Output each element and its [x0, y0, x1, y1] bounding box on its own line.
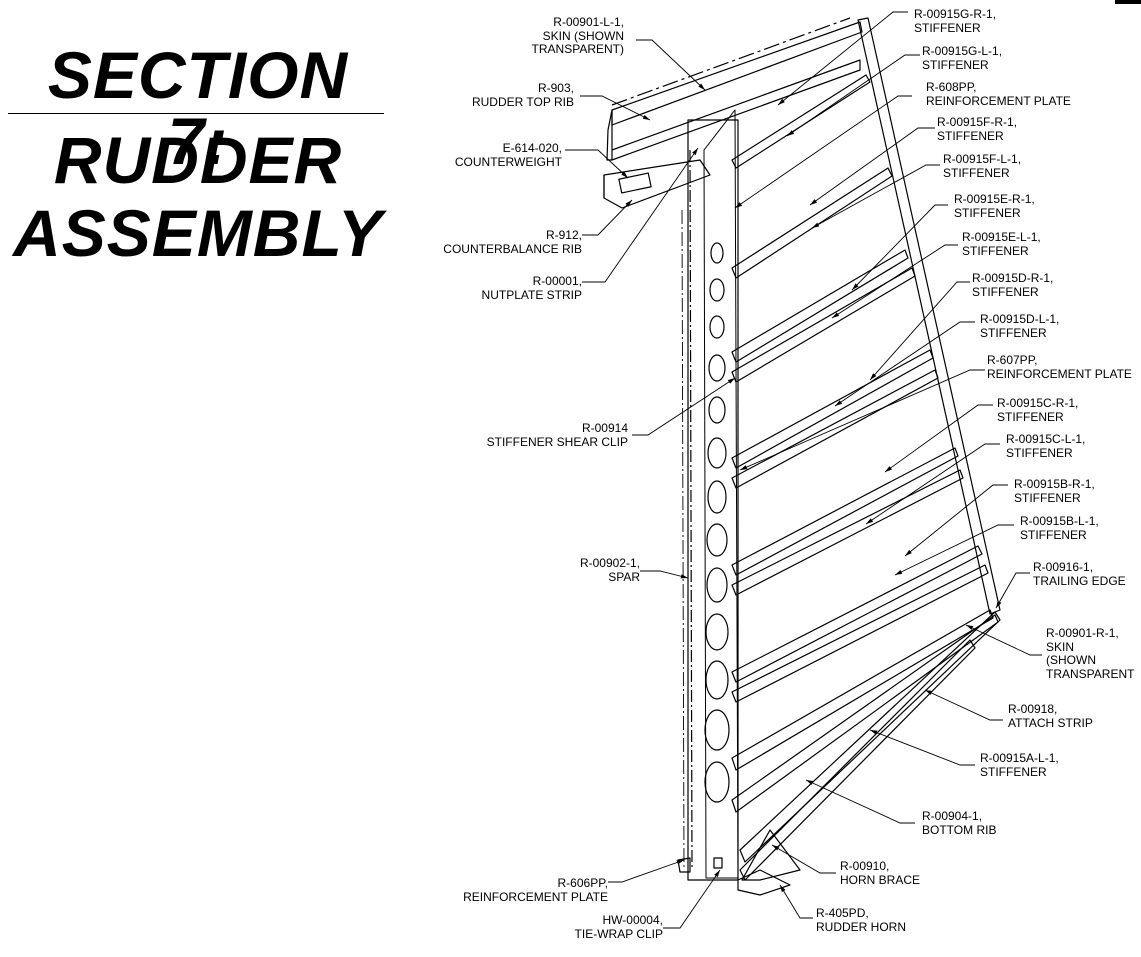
rudder-horn-outline [737, 869, 791, 896]
callout-reinforcement-607: R-607PP, REINFORCEMENT PLATE [987, 353, 1132, 381]
callout-reinforcement-606: R-606PP, REINFORCEMENT PLATE [463, 876, 608, 904]
callout-counterbalance-rib: R-912, COUNTERBALANCE RIB [443, 228, 582, 256]
callout-stiffener-d-r: R-00915D-R-1, STIFFENER [972, 271, 1054, 299]
callout-counterweight: E-614-020, COUNTERWEIGHT [454, 141, 562, 169]
spar-lightening-holes [704, 242, 730, 803]
section-title-line1: SECTION 7: [47, 38, 349, 178]
callout-trailing-edge: R-00916-1, TRAILING EDGE [1033, 560, 1126, 588]
callout-stiffener-f-r: R-00915F-R-1, STIFFENER [937, 115, 1018, 143]
callout-attach-strip: R-00918, ATTACH STRIP [1008, 702, 1093, 730]
attach-strip-outline [739, 639, 976, 881]
spar-outline [687, 119, 739, 881]
callout-stiffener-c-l: R-00915C-L-1, STIFFENER [1006, 432, 1086, 460]
callout-horn-brace: R-00910, HORN BRACE [840, 859, 921, 887]
callout-shear-clip: R-00914 STIFFENER SHEAR CLIP [486, 421, 628, 449]
stiffener-set [731, 74, 999, 813]
callout-stiffener-e-r: R-00915E-R-1, STIFFENER [954, 192, 1035, 220]
callout-nutplate-strip: R-00001, NUTPLATE STRIP [481, 274, 582, 302]
callout-stiffener-a-l: R-00915A-L-1, STIFFENER [980, 751, 1059, 779]
callout-stiffener-b-r: R-00915B-R-1, STIFFENER [1014, 477, 1095, 505]
callout-reinforcement-608: R-608PP, REINFORCEMENT PLATE [926, 80, 1071, 108]
callout-stiffener-d-l: R-00915D-L-1, STIFFENER [980, 312, 1060, 340]
callout-tie-wrap-clip: HW-00004, TIE-WRAP CLIP [574, 913, 663, 941]
callout-stiffener-g-l: R-00915G-L-1, STIFFENER [922, 44, 1003, 72]
bottom-rib-outline [739, 611, 1001, 863]
callout-stiffener-f-l: R-00915F-L-1, STIFFENER [943, 152, 1022, 180]
callout-bottom-rib: R-00904-1, BOTTOM RIB [922, 809, 997, 837]
horn-brace-outline [741, 829, 801, 881]
callout-stiffener-g-r: R-00915G-R-1, STIFFENER [914, 7, 997, 35]
trailing-edge-outline [857, 17, 1001, 615]
page-corner-mark [1115, 0, 1141, 4]
callout-top-rib: R-903, RUDDER TOP RIB [471, 81, 574, 109]
callout-stiffener-e-l: R-00915E-L-1, STIFFENER [962, 230, 1041, 258]
callout-stiffener-b-l: R-00915B-L-1, STIFFENER [1020, 514, 1099, 542]
title-underline [8, 113, 384, 114]
callout-spar: R-00902-1, SPAR [579, 556, 640, 584]
callout-skin-right: R-00901-R-1, SKIN (SHOWN TRANSPARENT [1046, 626, 1135, 681]
section-title-line2: RUDDER [53, 123, 343, 197]
callout-skin-left: R-00901-L-1, SKIN (SHOWN TRANSPARENT) [531, 15, 624, 56]
section-title-line3: ASSEMBLY [13, 196, 383, 270]
callout-stiffener-c-r: R-00915C-R-1, STIFFENER [997, 396, 1079, 424]
callout-rudder-horn: R-405PD, RUDDER HORN [816, 906, 906, 934]
